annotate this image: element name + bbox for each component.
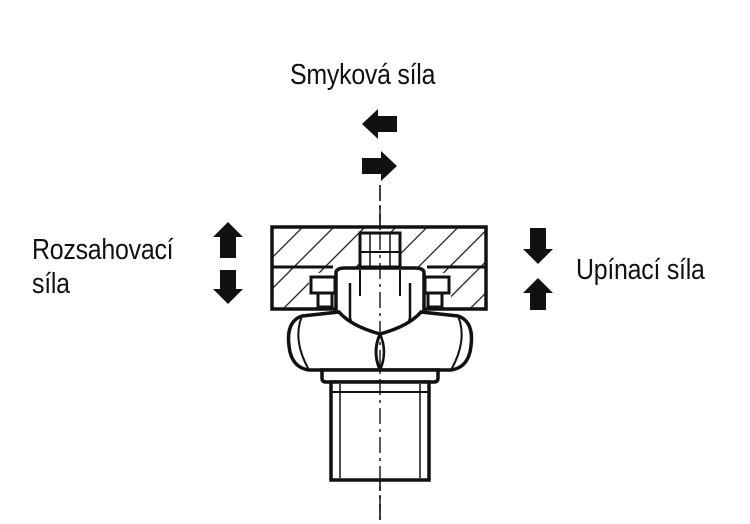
spreading-force-label-line1: Rozsahovací <box>32 234 174 266</box>
clamping-force-label: Upínací síla <box>576 254 705 286</box>
spreading-force-label: Rozsahovací síla <box>32 233 174 301</box>
arrow-left-icon <box>362 109 397 139</box>
spreading-force-label-line2: síla <box>32 268 70 300</box>
threaded-base <box>320 368 440 482</box>
shear-force-label: Smyková síla <box>290 59 436 91</box>
arrow-down-icon <box>213 270 243 304</box>
hex-nut <box>286 310 474 372</box>
arrow-down-icon <box>523 228 553 264</box>
arrow-up-icon <box>213 222 243 258</box>
right-jaw <box>423 275 451 309</box>
left-jaw <box>309 275 337 309</box>
arrow-up-icon <box>523 278 553 310</box>
arrow-right-icon <box>362 151 397 181</box>
